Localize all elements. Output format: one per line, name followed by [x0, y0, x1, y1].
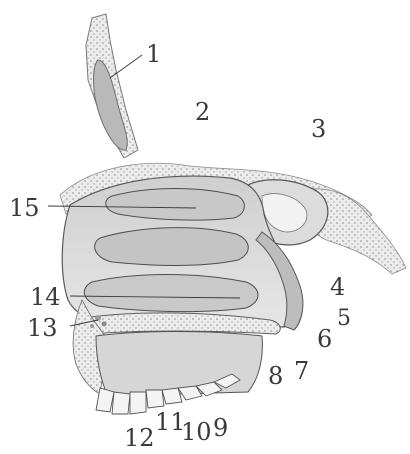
label-1: 1 — [146, 42, 161, 66]
label-13: 13 — [27, 316, 58, 340]
label-4: 4 — [330, 275, 345, 299]
label-10: 10 — [181, 420, 212, 444]
label-11: 11 — [155, 410, 186, 434]
middle-concha — [95, 228, 249, 266]
label-6: 6 — [317, 327, 332, 351]
label-3: 3 — [311, 117, 326, 141]
upper-gum — [96, 332, 262, 397]
label-8: 8 — [268, 364, 283, 388]
label-7: 7 — [294, 359, 309, 383]
label-14: 14 — [30, 285, 61, 309]
label-15: 15 — [9, 196, 40, 220]
label-5: 5 — [337, 308, 351, 330]
label-2: 2 — [195, 100, 210, 124]
label-9: 9 — [213, 416, 228, 440]
label-12: 12 — [124, 426, 155, 450]
inferior-concha — [84, 275, 258, 312]
superior-concha — [106, 189, 245, 221]
frontal-bone — [86, 14, 138, 158]
